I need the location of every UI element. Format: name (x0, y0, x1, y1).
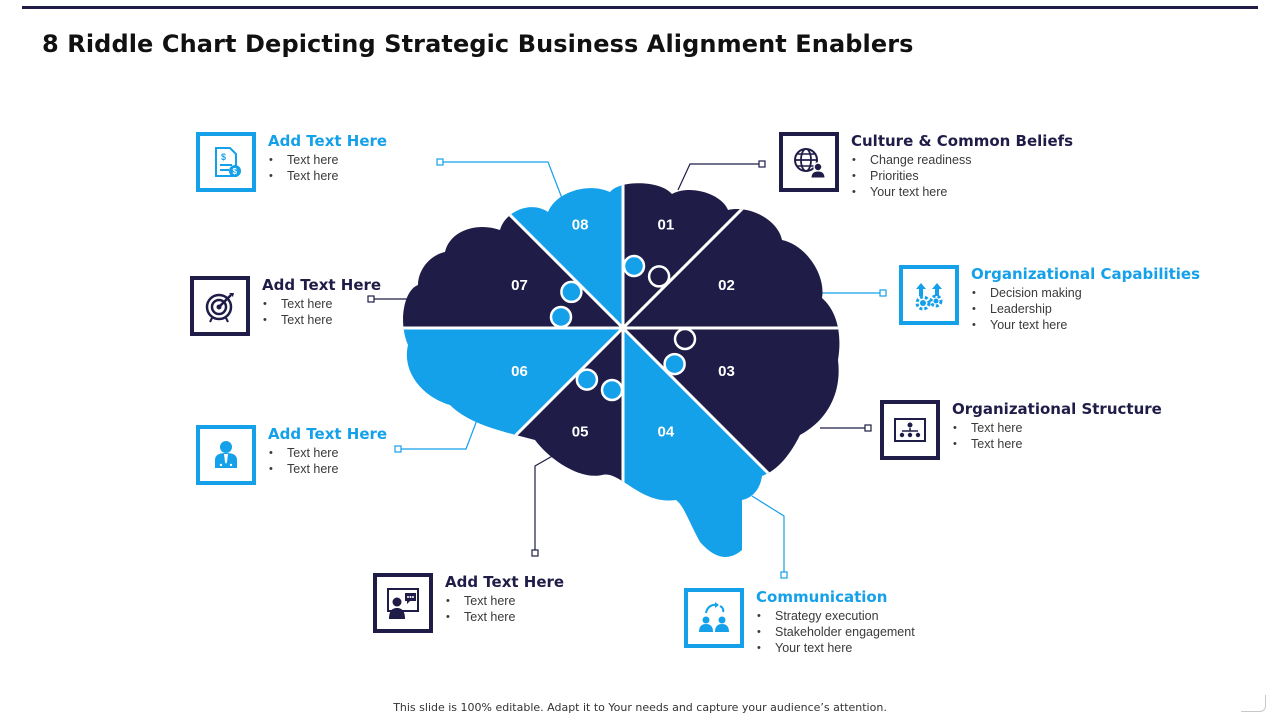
bullet-item: Text here (952, 420, 1022, 436)
marker-01 (758, 160, 766, 168)
bullet-item: Text here (268, 168, 338, 184)
puzzle-seams (403, 183, 840, 557)
marker-03 (864, 424, 872, 432)
icon-box (899, 265, 959, 325)
bullet-item: Leadership (971, 301, 1082, 317)
bullet-item: Text here (262, 312, 332, 328)
footer-note: This slide is 100% editable. Adapt it to… (393, 701, 887, 714)
marker-07 (367, 295, 375, 303)
puzzle-number-04: 04 (658, 424, 675, 441)
connector-04 (751, 495, 785, 575)
money-document-icon: $ $ (215, 147, 241, 177)
bullet-item: Priorities (851, 168, 971, 184)
puzzle-tab (622, 254, 646, 278)
puzzle-number-03: 03 (718, 363, 735, 380)
marker-05 (531, 549, 539, 557)
puzzle-tab (600, 378, 624, 402)
corner-mark (1241, 695, 1266, 712)
callout-heading: Add Text Here (268, 132, 388, 150)
puzzle-piece-02 (623, 183, 840, 328)
bullet-list: Strategy execution Stakeholder engagemen… (756, 608, 915, 656)
bullet-item: Decision making (971, 285, 1082, 301)
bullet-list: Text here Text here (268, 445, 338, 477)
puzzle-number-07: 07 (511, 277, 528, 294)
connector-08 (440, 161, 566, 207)
connector-end-markers (367, 158, 887, 579)
bullet-item: Your text here (756, 640, 915, 656)
bullet-list: Text here Text here (952, 420, 1022, 452)
icon-box (190, 276, 250, 336)
puzzle-tab (560, 280, 583, 304)
marker-08 (436, 158, 444, 166)
bullet-list: Text here Text here (262, 296, 332, 328)
puzzle-tab (663, 352, 686, 376)
puzzle-number-08: 08 (572, 217, 589, 234)
org-chart-icon (894, 418, 926, 442)
callout-heading: Organizational Structure (952, 400, 1162, 418)
puzzle-seam (621, 183, 840, 330)
bullet-list: Text here Text here (445, 593, 515, 625)
target-icon (205, 293, 234, 323)
svg-text:$: $ (221, 152, 226, 162)
marker-04 (780, 571, 788, 579)
bullet-item: Stakeholder engagement (756, 624, 915, 640)
callout-heading: Culture & Common Beliefs (851, 132, 1074, 150)
businessman-icon (215, 441, 237, 468)
puzzle-number-06: 06 (511, 363, 528, 380)
bullet-item: Text here (445, 593, 515, 609)
icon-box (779, 132, 839, 192)
marker-02 (879, 289, 887, 297)
connector-01 (677, 163, 762, 191)
globe-person-icon (794, 148, 826, 179)
puzzle-piece-01 (623, 183, 840, 328)
people-cycle-icon (699, 602, 729, 632)
icon-box: $ $ (196, 132, 256, 192)
icon-box (373, 573, 433, 633)
bullet-item: Text here (268, 461, 338, 477)
bullet-list: Change readiness Priorities Your text he… (851, 152, 971, 200)
puzzle-numbers: 01 02 03 04 05 06 07 08 (511, 217, 735, 441)
callout-heading: Add Text Here (262, 276, 382, 294)
top-accent-bar (22, 6, 1258, 9)
callout-heading: Communication (756, 588, 888, 606)
icon-box (880, 400, 940, 460)
puzzle-piece-07 (403, 183, 623, 328)
puzzle-number-02: 02 (718, 277, 735, 294)
icon-box (196, 425, 256, 485)
marker-06 (394, 445, 402, 453)
bullet-item: Text here (262, 296, 332, 312)
puzzle-tab (647, 265, 671, 288)
puzzle-number-01: 01 (658, 217, 675, 234)
callout-heading: Add Text Here (268, 425, 388, 443)
puzzle-tab (575, 368, 599, 391)
bullet-item: Your text here (851, 184, 971, 200)
bullet-list: Decision making Leadership Your text her… (971, 285, 1082, 333)
bullet-item: Text here (268, 445, 338, 461)
puzzle-tab (549, 305, 573, 329)
bullet-list: Text here Text here (268, 152, 338, 184)
callout-heading: Add Text Here (445, 573, 565, 591)
bullet-item: Strategy execution (756, 608, 915, 624)
puzzle-number-05: 05 (572, 424, 589, 441)
puzzle-seam (403, 183, 625, 330)
bullet-item: Your text here (971, 317, 1082, 333)
bullet-item: Text here (268, 152, 338, 168)
slide-title: 8 Riddle Chart Depicting Strategic Busin… (42, 30, 914, 58)
callout-heading: Organizational Capabilities (971, 265, 1201, 283)
svg-text:$: $ (233, 167, 238, 176)
connector-06 (398, 419, 478, 450)
bullet-item: Change readiness (851, 152, 971, 168)
bullet-item: Text here (952, 436, 1022, 452)
icon-box (684, 588, 744, 648)
puzzle-piece-08 (403, 183, 623, 328)
puzzle-tab (673, 327, 697, 351)
presenter-chat-icon (387, 588, 419, 619)
growth-gears-icon (915, 283, 943, 311)
bullet-item: Text here (445, 609, 515, 625)
